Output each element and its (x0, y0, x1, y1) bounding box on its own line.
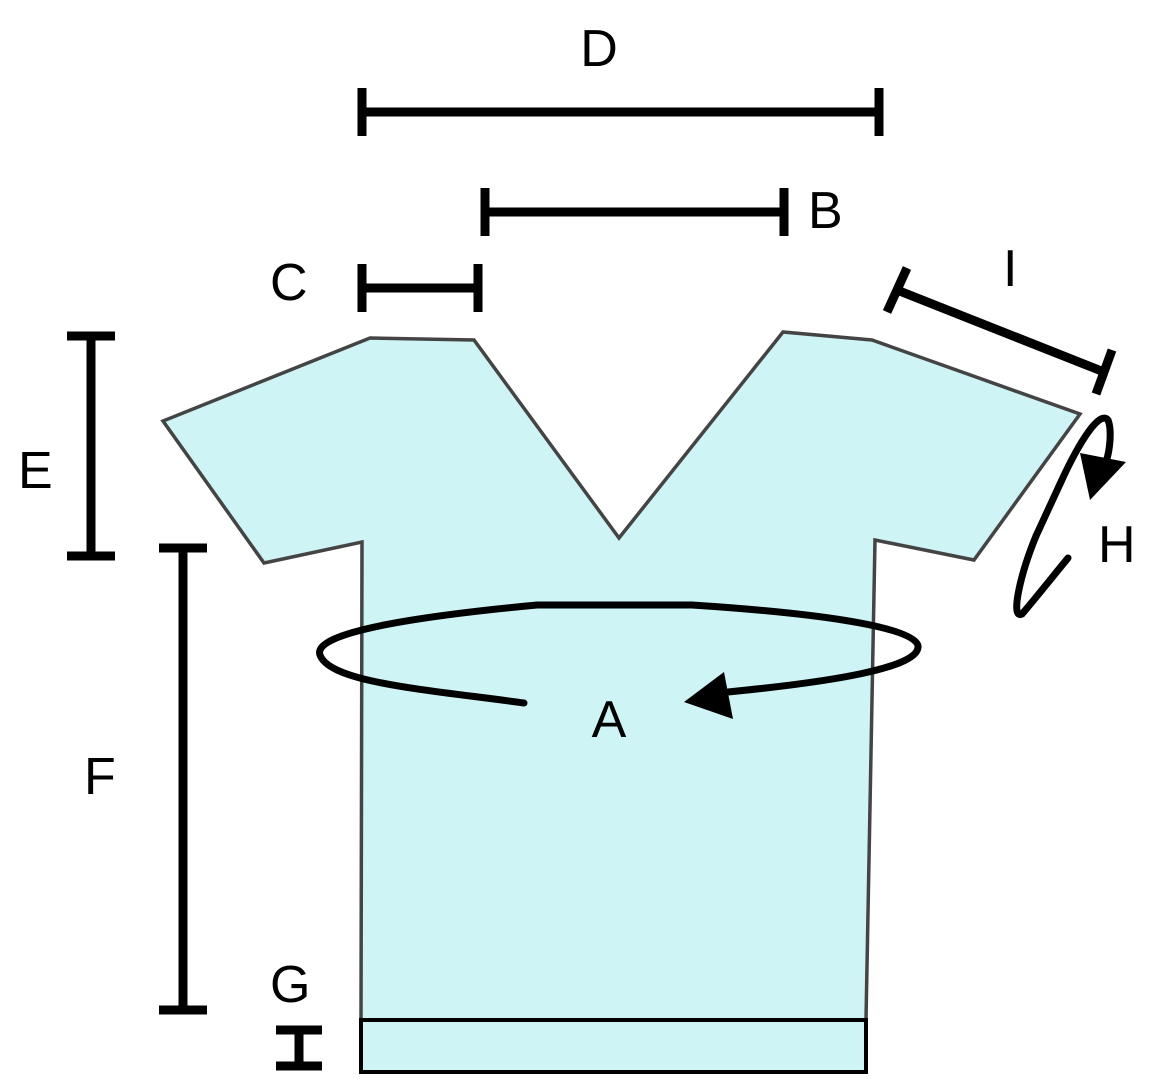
dimension-a-circumference (316, 601, 922, 719)
label-b: B (808, 182, 843, 240)
dimension-b (480, 188, 789, 236)
dimension-g (276, 1025, 322, 1071)
hem-band (359, 1018, 868, 1074)
label-d: D (580, 20, 618, 78)
label-a: A (592, 691, 627, 749)
dimension-c (357, 264, 483, 312)
dimension-h-circumference (1013, 414, 1126, 618)
dimension-f (159, 543, 207, 1015)
dimension-i (882, 266, 1117, 396)
label-g: G (270, 956, 310, 1014)
label-c: C (270, 254, 308, 312)
label-e: E (18, 442, 53, 500)
label-h: H (1098, 516, 1136, 574)
label-i: I (1003, 240, 1017, 298)
dimension-e (67, 331, 115, 561)
label-f: F (84, 748, 116, 806)
tshirt-body-shape (160, 330, 1083, 1022)
dimension-d (357, 88, 884, 136)
